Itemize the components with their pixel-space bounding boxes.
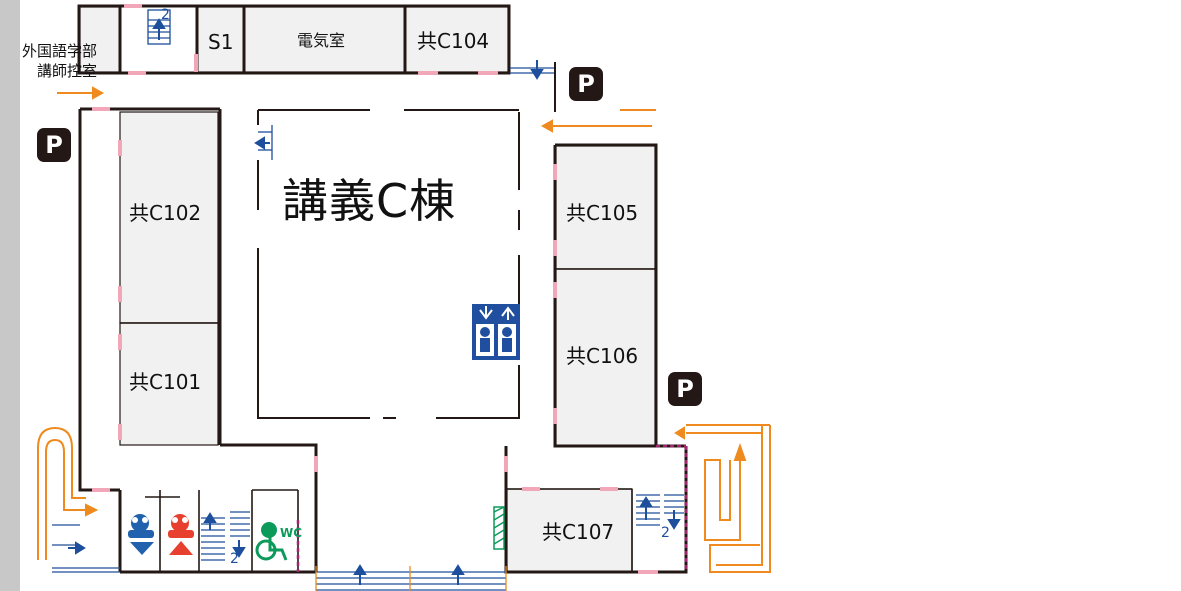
accessible-wc-label: WC — [280, 526, 303, 540]
accessible-restroom-icon[interactable] — [255, 522, 288, 561]
blue-arrows — [68, 18, 681, 585]
room-c106[interactable] — [555, 268, 656, 447]
room-c106-label: 共C106 — [566, 344, 639, 368]
courtyard-outline — [257, 109, 520, 419]
elevator-icon[interactable] — [472, 304, 520, 360]
room-c105-label: 共C105 — [566, 201, 639, 225]
stairs-floor-number-southeast: 2 — [661, 525, 670, 541]
building-name: 講義C棟 — [282, 174, 457, 228]
parking-icon-west[interactable]: P — [37, 128, 71, 162]
room-c101[interactable] — [119, 322, 219, 446]
room-c102[interactable] — [119, 111, 219, 324]
ramp-marker — [493, 506, 505, 550]
office-label-line1: 外国語学部 — [22, 42, 98, 60]
room-electric-label: 電気室 — [297, 31, 346, 50]
office-label: 外国語学部 講師控室 — [22, 41, 97, 81]
room-s1-label: S1 — [208, 30, 234, 54]
parking-icon-east[interactable]: P — [668, 372, 702, 406]
left-margin-strip — [0, 0, 20, 591]
room-c104-label: 共C104 — [417, 29, 490, 53]
room-c101-label: 共C101 — [129, 370, 202, 394]
male-restroom-icon[interactable] — [128, 514, 154, 555]
room-c102-label: 共C102 — [129, 201, 202, 225]
room-c107-label: 共C107 — [542, 520, 615, 544]
accent-lines — [296, 444, 688, 572]
office-label-line2: 講師控室 — [37, 62, 98, 80]
room-office[interactable] — [79, 6, 121, 73]
female-restroom-icon[interactable] — [168, 514, 194, 555]
room-electric[interactable] — [243, 6, 406, 73]
orange-arrows — [37, 86, 771, 573]
doors — [92, 4, 658, 574]
parking-icon-northeast[interactable]: P — [569, 67, 603, 101]
room-s1[interactable] — [196, 6, 245, 73]
stairs-floor-number-southwest: 2 — [230, 551, 239, 567]
stairs-floor-number-north: 2 — [161, 7, 170, 23]
room-c104[interactable] — [404, 6, 509, 73]
